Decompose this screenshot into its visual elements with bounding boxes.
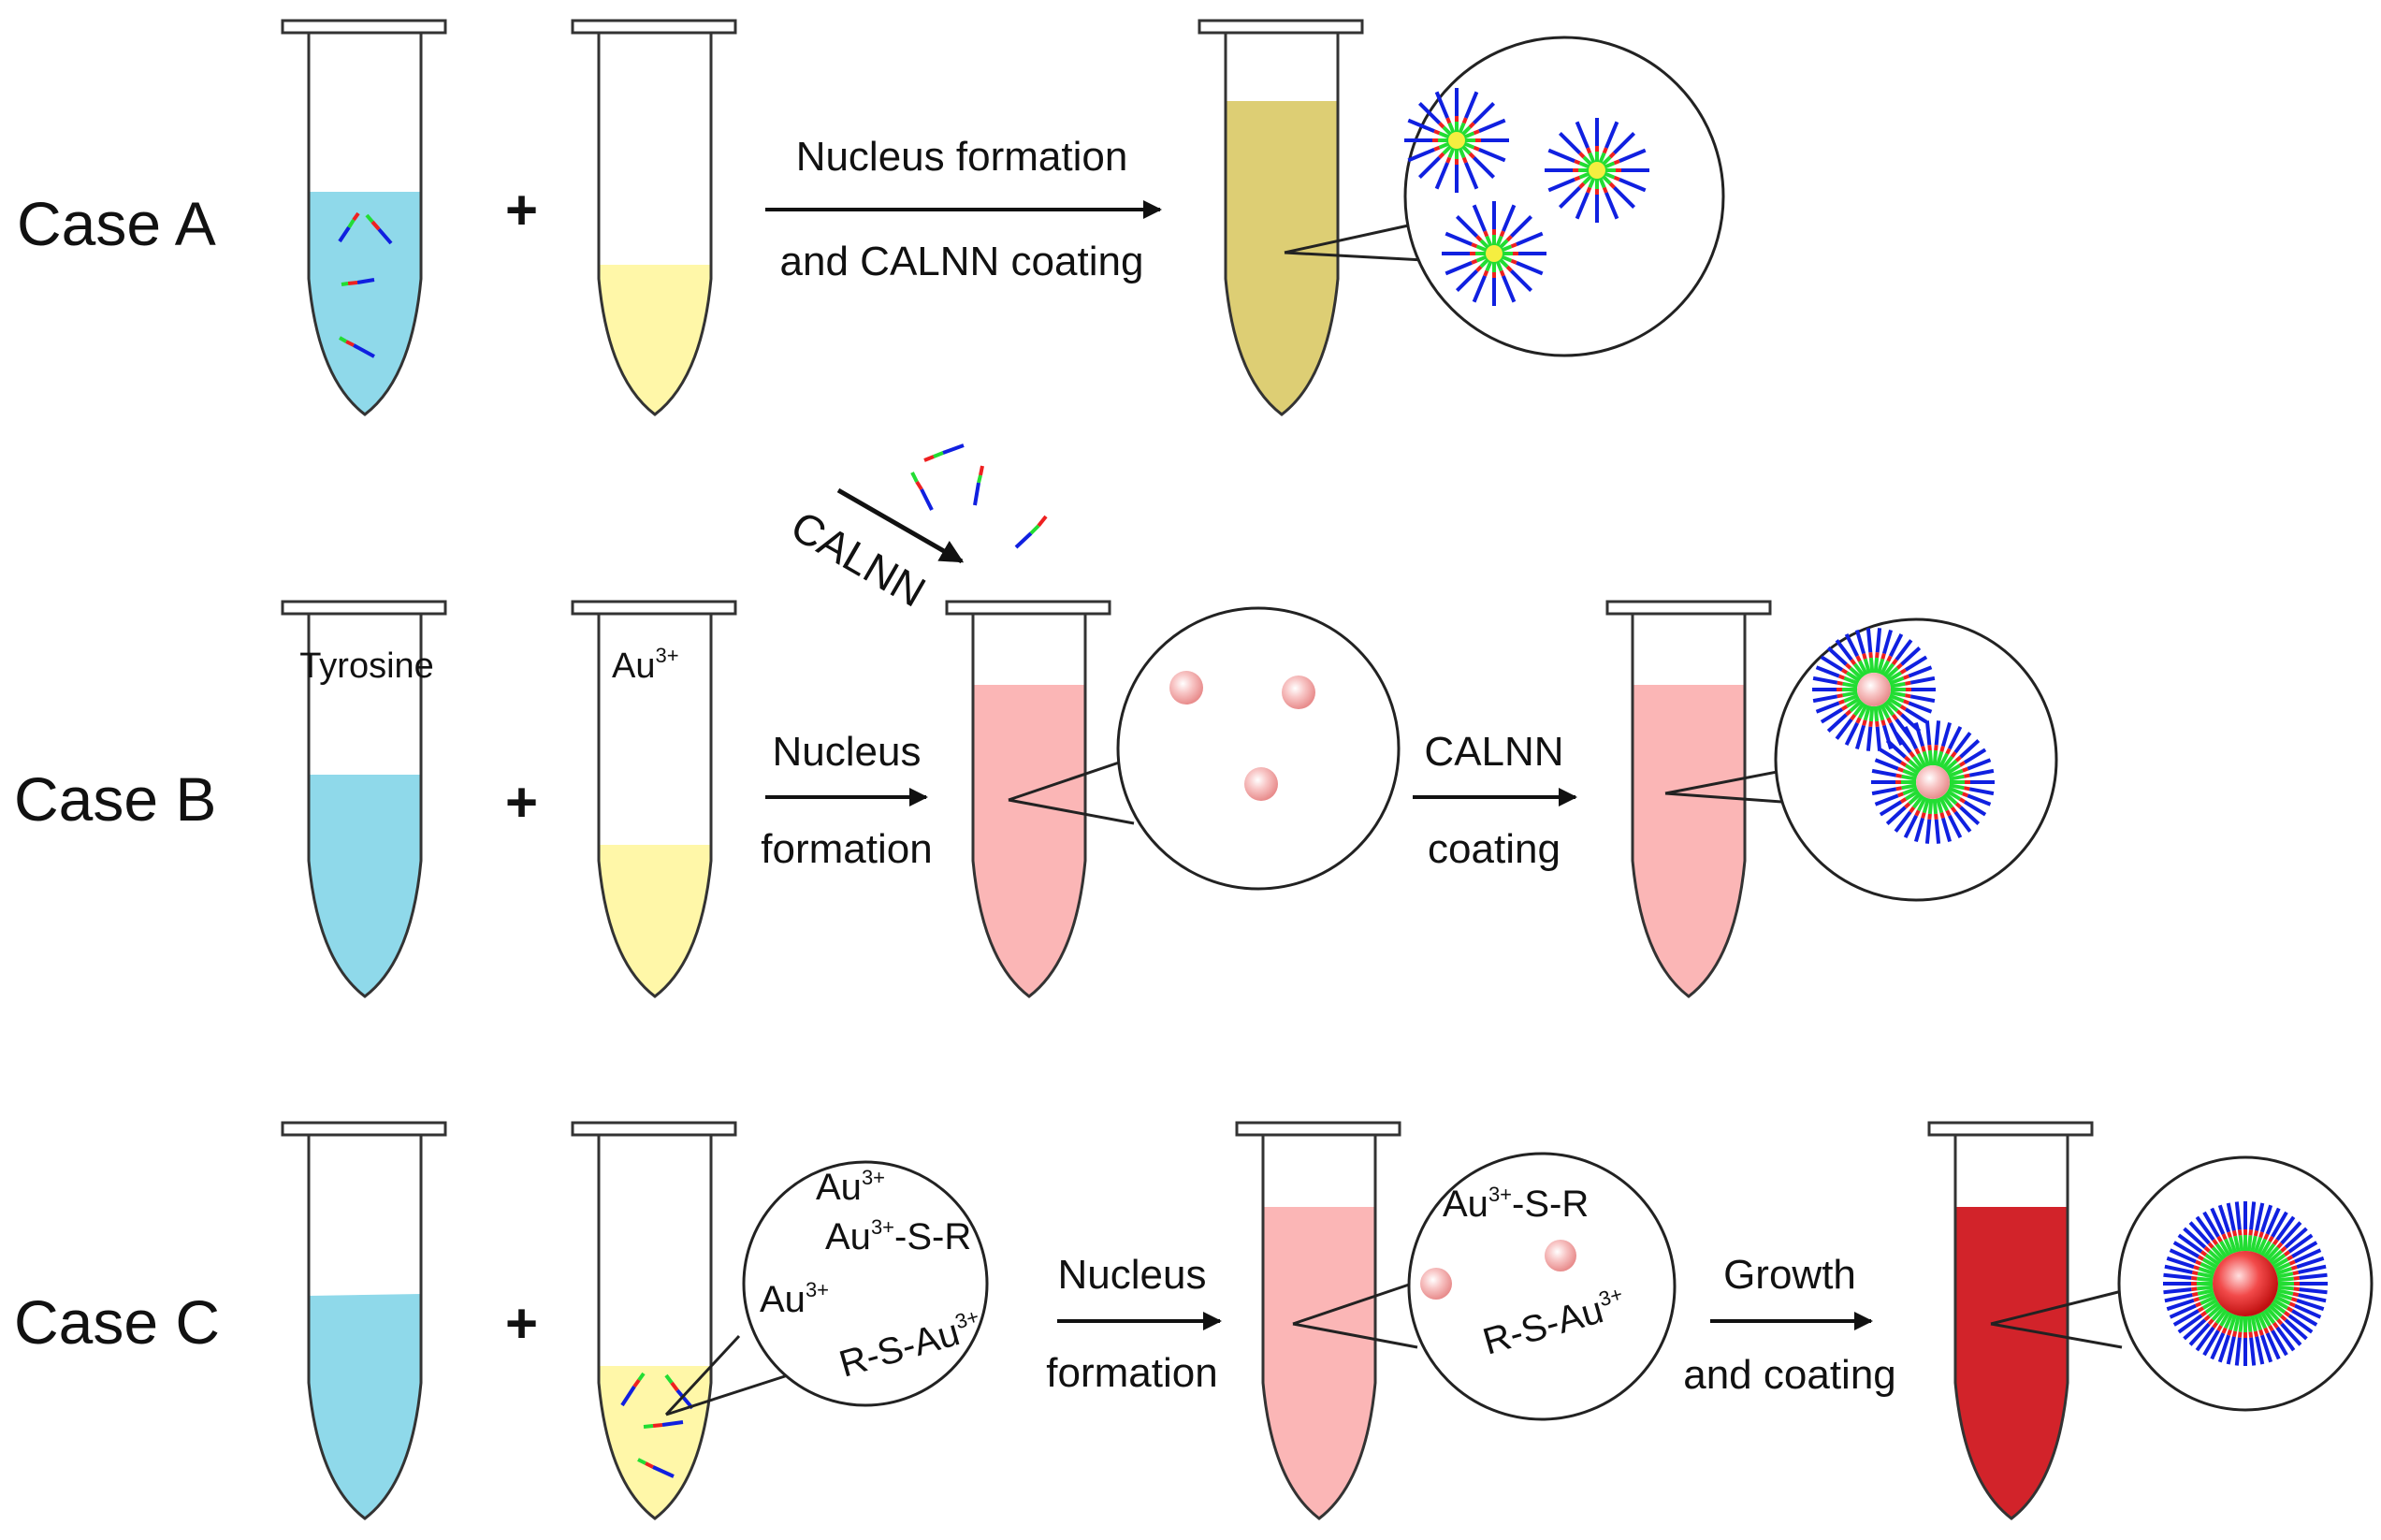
case-b-arrow-nucleus: Nucleus formation bbox=[761, 729, 932, 872]
case-c-tube-nuclei bbox=[1235, 1121, 1401, 1520]
gold-nucleus bbox=[1169, 671, 1203, 705]
arrow-label-line1: Growth bbox=[1723, 1252, 1856, 1298]
case-c-zoom-bubble-grown bbox=[1990, 1155, 2374, 1412]
arrow-label-line2: formation bbox=[1046, 1350, 1217, 1396]
gold-nucleus bbox=[1282, 676, 1315, 709]
case-b-tube-nuclei bbox=[945, 600, 1111, 998]
arrow-label-line2: coating bbox=[1428, 826, 1561, 872]
peptide-molecules bbox=[338, 211, 393, 358]
peptide-molecules bbox=[620, 1372, 694, 1478]
case-b-zoom-bubble-coated bbox=[1664, 617, 2058, 902]
case-b-zoom-bubble-nuclei bbox=[1008, 606, 1401, 891]
calnn-cluster bbox=[1442, 201, 1546, 306]
complex-label: Au3+ bbox=[816, 1166, 885, 1208]
case-a-label: Case A bbox=[17, 189, 216, 258]
arrow-label-line1: CALNN bbox=[1424, 729, 1563, 775]
case-a-tube-peptide bbox=[281, 19, 447, 416]
tyrosine-label: Tyrosine bbox=[299, 647, 434, 686]
arrow-label-line1: Nucleus bbox=[1058, 1252, 1207, 1298]
coated-nanoparticle bbox=[1871, 720, 1995, 844]
case-c-tube-mixture bbox=[571, 1121, 737, 1520]
gold-ion-label: Au3+ bbox=[612, 644, 679, 686]
arrow-label-line2: formation bbox=[761, 826, 932, 872]
gold-nucleus bbox=[1420, 1268, 1452, 1300]
arrow-label-line1: Nucleus bbox=[773, 729, 922, 775]
plus-sign: + bbox=[505, 1292, 538, 1355]
calnn-label: CALNN bbox=[783, 501, 934, 617]
case-c-row: Case C + bbox=[14, 1121, 2374, 1520]
case-a-reaction-arrow: Nucleus formation and CALNN coating bbox=[765, 134, 1162, 284]
case-b-tube-tyrosine: Tyrosine bbox=[281, 600, 447, 998]
case-b-tube-coated bbox=[1605, 600, 1772, 998]
case-b-arrow-coating: CALNN coating bbox=[1413, 729, 1577, 872]
plus-sign: + bbox=[505, 771, 538, 834]
case-c-zoom-bubble-complex: Au3+ Au3+-S-R Au3+ R-S-Au3+ bbox=[664, 1160, 989, 1417]
case-a-row: Case A + bbox=[17, 19, 1725, 416]
case-a-tube-product bbox=[1198, 19, 1364, 416]
case-c-tube-grown bbox=[1927, 1121, 2094, 1520]
case-a-zoom-bubble bbox=[1284, 36, 1725, 357]
case-c-tube-tyrosine bbox=[281, 1121, 447, 1520]
arrow-label-line2: and coating bbox=[1683, 1352, 1896, 1398]
gold-nucleus bbox=[1545, 1240, 1576, 1271]
case-a-tube-gold-ion bbox=[571, 19, 737, 416]
calnn-addition-indicator: CALNN bbox=[783, 443, 1048, 617]
case-b-row: Case B Tyrosine + Au3+ CALNN bbox=[14, 443, 2058, 998]
complex-label: Au3+-S-R bbox=[1443, 1183, 1589, 1225]
case-c-arrow-nucleus: Nucleus formation bbox=[1046, 1252, 1222, 1396]
calnn-cluster bbox=[1404, 88, 1509, 193]
peptide-molecules bbox=[910, 443, 1048, 549]
complex-label: Au3+-S-R bbox=[825, 1215, 971, 1257]
plus-sign: + bbox=[505, 179, 538, 241]
case-b-tube-gold-ion: Au3+ bbox=[571, 600, 737, 998]
gold-nucleus bbox=[1244, 767, 1278, 801]
arrow-label-line2: and CALNN coating bbox=[780, 239, 1144, 284]
calnn-cluster bbox=[1545, 118, 1649, 223]
case-b-label: Case B bbox=[14, 764, 216, 834]
arrow-label-line1: Nucleus formation bbox=[796, 134, 1128, 180]
case-c-zoom-bubble-nuclei: Au3+-S-R R-S-Au3+ bbox=[1292, 1152, 1677, 1421]
case-c-label: Case C bbox=[14, 1287, 220, 1357]
complex-label: Au3+ bbox=[760, 1278, 829, 1320]
case-c-arrow-growth: Growth and coating bbox=[1683, 1252, 1896, 1398]
coated-nanoparticle bbox=[2163, 1201, 2328, 1366]
